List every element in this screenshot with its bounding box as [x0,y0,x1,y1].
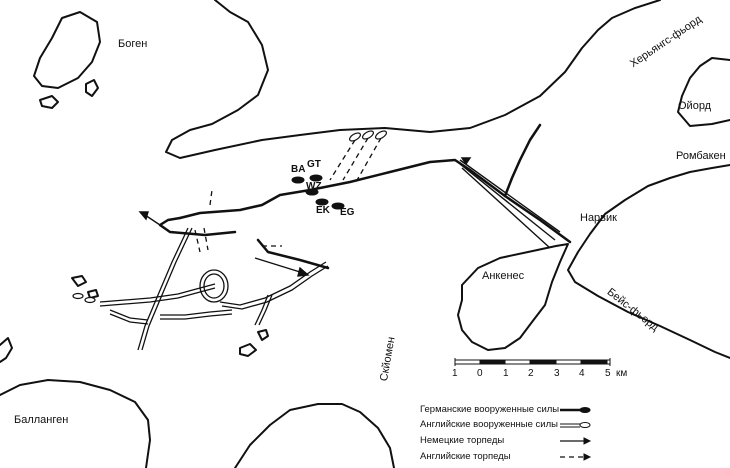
scale-tick-3: 2 [528,368,534,379]
label-oiord: Ойорд [678,100,712,112]
british-track-e [109,309,149,321]
label-narvik: Нарвик [580,212,617,224]
scale-tick-1: 0 [477,368,483,379]
german-torpedo-3 [461,167,551,249]
ship-label-gt: GT [307,159,321,170]
british-track-a2 [141,227,193,351]
british-ship-west-2 [84,296,96,304]
ballangen-coastline [0,379,151,468]
british-ship-3 [374,130,388,140]
label-bogen: Боген [118,38,148,50]
west-coast-bit [0,337,13,363]
north-coastline [165,0,661,159]
legend-symbols [560,407,592,461]
islet-west-2 [87,289,99,299]
legend-german-forces: Германские вооруженные силы [420,404,560,415]
german-torpedo-arrowhead-3 [460,157,472,166]
legend-british-torpedoes: Английские торпеды [420,451,511,462]
scale-tick-0: 1 [452,368,458,379]
british-torpedo-1 [329,139,356,181]
german-torpedo-4 [254,257,301,273]
british-ship-west-1 [72,292,84,300]
british-track-d [160,309,233,316]
german-ship-wz [305,188,319,196]
german-track-main [178,158,572,244]
bogen-islet-2 [85,79,99,97]
ojord-headland [677,57,730,127]
ankenes-coastline [457,243,569,351]
ship-label-ek: EK [316,205,330,216]
label-rombaken: Ромбакен [676,150,726,162]
british-track-b2 [99,287,216,307]
german-torpedo-5 [144,214,161,226]
british-track-a [137,227,189,351]
scale-tick-5: 4 [579,368,585,379]
british-torpedo-6 [209,189,213,206]
islet-west-1 [71,275,87,287]
narvik-coastline [567,164,730,359]
german-ship-ba [291,176,305,184]
british-track-b [99,283,216,303]
label-ballangen: Балланген [14,414,69,426]
german-torpedo-1 [459,159,561,233]
scale-tick-4: 3 [554,368,560,379]
british-torpedo-2 [342,137,369,181]
ship-label-wz: WZ [306,181,322,192]
bogen-island [33,11,101,89]
british-ship-1 [348,132,362,142]
german-track-west [158,216,237,237]
german-track-turn [256,238,330,270]
label-ankenes: Анкенес [482,270,525,282]
bogen-islet-1 [39,95,59,109]
british-track-c [219,261,327,306]
legend-british-forces: Английские вооруженные силы [420,419,558,430]
islet-south-2 [257,329,269,341]
british-torpedo-5 [203,227,209,251]
british-track-f2 [258,294,273,326]
british-ship-2 [361,130,375,140]
ship-label-ba: BA [291,164,306,175]
skjomen-coastline [234,403,395,468]
british-track-d2 [160,313,233,320]
german-track-narvik [503,123,542,198]
german-ship-eg [331,202,345,210]
british-track-e2 [109,313,149,325]
ship-label-eg: EG [340,207,355,218]
british-loop [199,269,229,303]
islet-south-1 [239,343,257,357]
german-torpedo-arrowhead [297,266,310,277]
german-torpedo-2 [459,163,556,241]
scale-tick-6: 5 [605,368,611,379]
german-ship-ek [315,198,329,206]
scale-tick-2: 1 [503,368,509,379]
british-torpedo-4 [194,229,201,253]
british-loop-inner [203,273,225,299]
german-torpedo-arrowhead-2 [138,211,149,221]
legend-german-torpedoes: Немецкие торпеды [420,435,505,446]
british-track-c2 [221,265,329,310]
scale-bar [454,358,611,366]
scale-unit: км [616,368,628,379]
german-ship-gt [309,174,323,182]
british-track-f [254,294,269,326]
